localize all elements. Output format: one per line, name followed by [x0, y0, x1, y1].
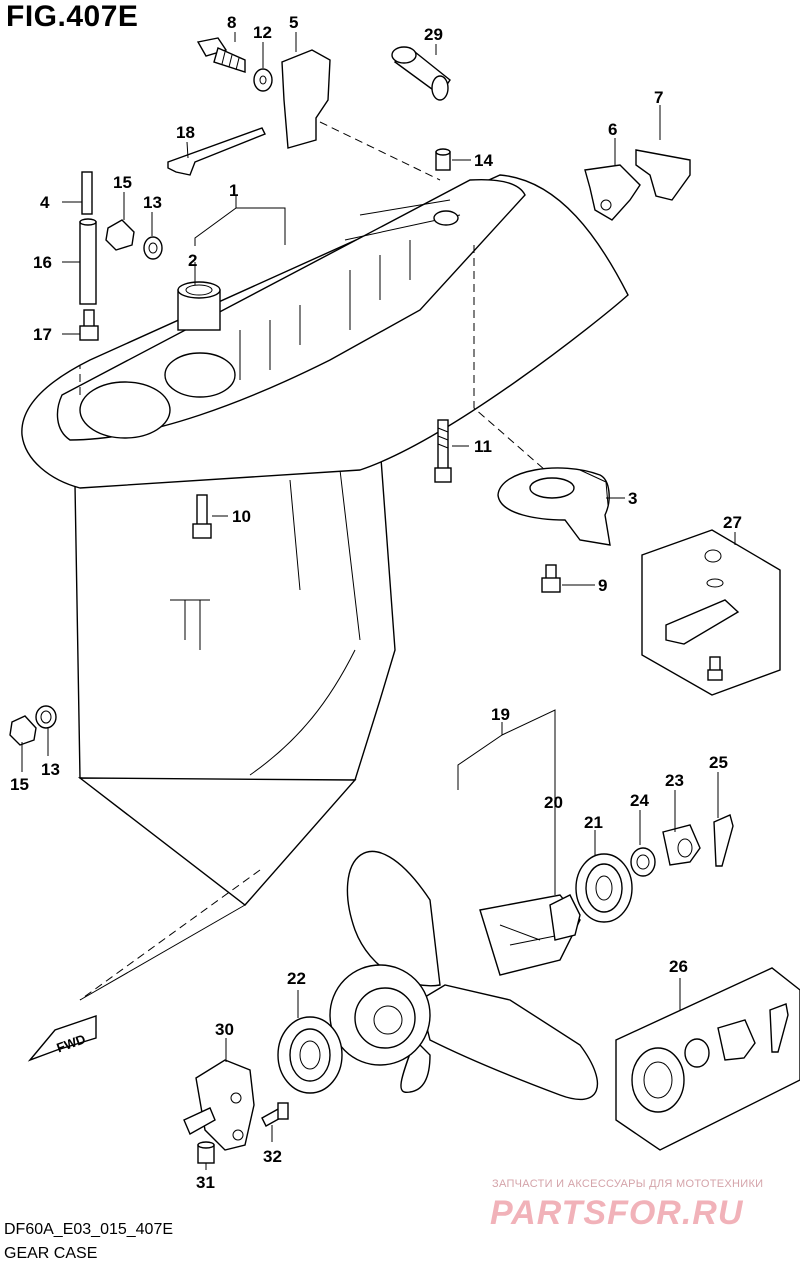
figure-caption: GEAR CASE — [4, 1245, 98, 1262]
plug-15-lower[interactable] — [9, 715, 37, 746]
cotter-pin-25[interactable] — [713, 814, 734, 867]
callout-27: 27 — [723, 513, 742, 532]
callout-6: 6 — [608, 120, 617, 139]
callout-22: 22 — [287, 969, 306, 988]
bolt-32[interactable] — [261, 1102, 289, 1127]
callout-24: 24 — [630, 791, 649, 810]
thrust-washer-21[interactable] — [575, 853, 633, 923]
cover-5[interactable] — [281, 49, 331, 149]
callout-labels: 8 12 5 29 7 6 18 14 15 1 13 4 2 16 17 11… — [10, 13, 742, 1192]
prop-kit-26[interactable] — [615, 967, 800, 1151]
stud-4[interactable] — [81, 171, 93, 215]
bushing-20[interactable] — [549, 894, 581, 941]
spacer-22[interactable] — [277, 1016, 343, 1094]
callout-8: 8 — [227, 13, 236, 32]
bolt-9[interactable] — [541, 564, 561, 593]
nut-23[interactable] — [662, 824, 701, 866]
callout-26: 26 — [669, 957, 688, 976]
callout-15-top: 15 — [113, 173, 132, 192]
callout-19: 19 — [491, 705, 510, 724]
fitting-17[interactable] — [79, 309, 99, 341]
gear-case-housing[interactable] — [21, 174, 629, 1001]
callout-10: 10 — [232, 507, 251, 526]
callout-32: 32 — [263, 1147, 282, 1166]
clip-7[interactable] — [635, 149, 691, 201]
callout-2: 2 — [188, 251, 197, 270]
callout-21: 21 — [584, 813, 603, 832]
pin-14[interactable] — [435, 148, 451, 171]
callout-23: 23 — [665, 771, 684, 790]
washer-12[interactable] — [253, 68, 273, 92]
cable-tie-18[interactable] — [167, 127, 266, 176]
fwd-arrow-icon: FWD — [27, 1015, 97, 1062]
callout-1: 1 — [229, 181, 238, 200]
callout-14: 14 — [474, 151, 493, 170]
callout-13-lower: 13 — [41, 760, 60, 779]
callout-18: 18 — [176, 123, 195, 142]
water-tube-16[interactable] — [79, 221, 97, 305]
washer-24[interactable] — [630, 847, 656, 877]
callout-9: 9 — [598, 576, 607, 595]
callout-29: 29 — [424, 25, 443, 44]
callout-30: 30 — [215, 1020, 234, 1039]
anode-kit-27[interactable] — [641, 529, 781, 696]
callout-31: 31 — [196, 1173, 215, 1192]
callout-15-lower: 15 — [10, 775, 29, 794]
bolt-8[interactable] — [196, 37, 246, 73]
watermark-logo: PARTSFOR.RU — [490, 1194, 744, 1232]
figure-title: FIG.407E — [6, 0, 139, 33]
callout-11: 11 — [474, 437, 492, 456]
callout-16: 16 — [33, 253, 52, 272]
bolt-10[interactable] — [192, 494, 212, 539]
callout-13-top: 13 — [143, 193, 162, 212]
callout-25: 25 — [709, 753, 728, 772]
grommet-31[interactable] — [197, 1141, 215, 1164]
callout-5: 5 — [289, 13, 298, 32]
water-pickup-30[interactable] — [183, 1059, 255, 1151]
bolt-11[interactable] — [434, 419, 452, 483]
trim-tab-3[interactable] — [497, 467, 611, 546]
leader-lines — [21, 32, 736, 1170]
callout-7: 7 — [654, 88, 663, 107]
gasket-13-lower[interactable] — [35, 705, 57, 729]
callout-12: 12 — [253, 23, 272, 42]
clip-6[interactable] — [584, 164, 641, 221]
figure-ref-code: DF60A_E03_015_407E — [4, 1221, 174, 1238]
gasket-13-top[interactable] — [143, 236, 163, 260]
callout-4: 4 — [40, 193, 50, 212]
callout-17: 17 — [33, 325, 52, 344]
propeller-19[interactable] — [329, 850, 599, 1101]
plug-15-top[interactable] — [105, 219, 135, 251]
callout-3: 3 — [628, 489, 637, 508]
callout-20: 20 — [544, 793, 563, 812]
plug-29[interactable] — [391, 46, 451, 101]
watermark-tagline: ЗАПЧАСТИ И АКСЕССУАРЫ ДЛЯ МОТОТЕХНИКИ — [492, 1178, 764, 1190]
